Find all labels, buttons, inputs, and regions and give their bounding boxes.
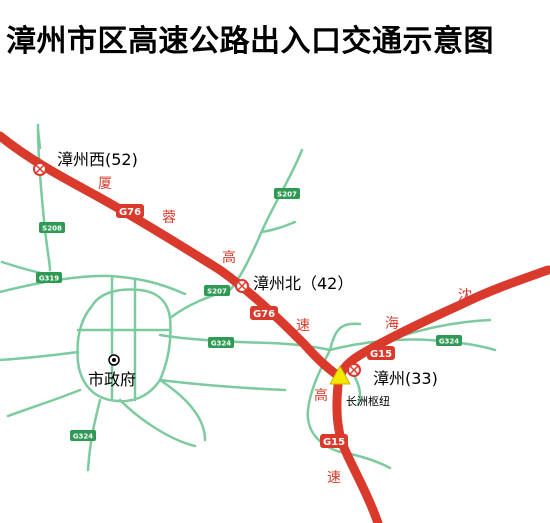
interchange-label-zhangzhou-west: 漳州西(52) [57,150,138,169]
expressway-shield: G15 [320,434,348,448]
road-west-mid [0,350,80,362]
route-name-char: 厦 [98,176,112,192]
expressway-g76 [0,131,347,383]
route-name-char: 速 [327,470,341,486]
expressway-shield-label: G76 [253,309,275,320]
road-central-south [158,378,207,442]
route-name-char: 速 [296,318,310,334]
road-shield: S208 [39,222,65,233]
expressway-shield-label: G15 [370,349,392,360]
road-shield: G324 [208,337,234,348]
page-title: 漳州市区高速公路出入口交通示意图 [6,24,494,60]
road-shield-label: G319 [39,275,59,283]
road-north-spur [328,322,362,352]
hub-label: 长洲枢纽 [346,394,390,408]
road-s207-spur [260,220,297,234]
road-shield: G319 [36,272,62,283]
road-shield-label: G324 [211,340,231,348]
road-g319 [0,274,187,296]
road-shield-label: S207 [277,191,297,199]
road-central-branch [118,398,197,448]
interchange-label-zhangzhou-north: 漳州北（42） [253,274,353,293]
road-s208-north-branch [36,128,42,150]
road-shield: S207 [274,188,300,199]
road-shield-label: G324 [73,433,93,441]
road-shield-label: S207 [207,288,227,296]
route-name-char: 高 [222,249,236,266]
road-shield: G324 [436,335,462,346]
road-south-east [158,378,287,392]
expressway-shield: G76 [116,204,144,218]
road-shield: G324 [70,430,96,441]
road-shield-label: S208 [42,225,62,233]
interchange-icon [347,363,361,377]
expressway-shield-label: G15 [323,437,345,448]
route-name-char: 沈 [458,288,472,304]
local-road-network [0,123,497,472]
road-southwest [6,388,82,418]
road-s207-north [228,148,304,292]
city-center-icon [108,354,120,366]
interchange-icon [235,279,249,293]
road-g324-far-east [328,338,497,352]
route-name-char: 高 [314,387,328,404]
expressway-shield-label: G76 [119,207,141,218]
expressway-network [0,131,550,523]
expressway-g15 [332,265,550,523]
expressway-shield: G15 [367,346,395,360]
city-center-label: 市政府 [88,370,136,389]
hub-triangle-icon [329,364,351,385]
route-name-char: 海 [385,316,399,332]
road-shield-label: G324 [439,338,459,346]
interchange-icon [33,162,47,176]
route-name-char: 蓉 [162,210,176,226]
interchange-label-zhangzhou: 漳州(33) [373,369,438,388]
expressway-shield: G76 [250,306,278,320]
road-shield: S207 [204,285,230,296]
